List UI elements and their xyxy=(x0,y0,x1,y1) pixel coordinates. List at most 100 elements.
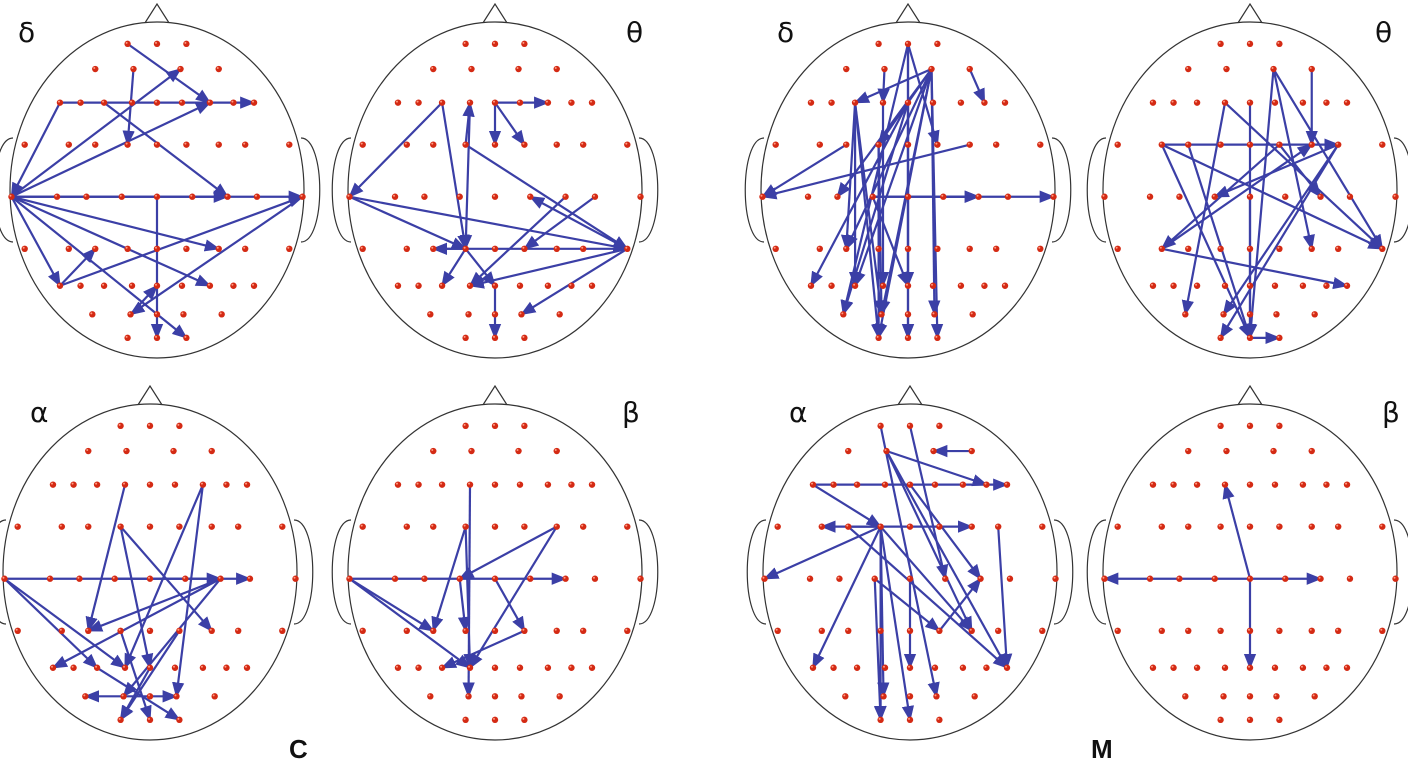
electrode-highlight xyxy=(493,576,495,579)
electrode-af3 xyxy=(468,447,475,455)
connectivity-arrow xyxy=(938,577,982,632)
electrode-fc2 xyxy=(1276,141,1283,148)
electrode-f6 xyxy=(568,99,575,106)
electrode-poz xyxy=(491,311,499,318)
electrode-p4 xyxy=(544,282,552,289)
electrode-highlight xyxy=(1272,665,1275,668)
electrode-highlight xyxy=(155,41,157,44)
electrode-ft7 xyxy=(21,141,28,148)
electrode-af4 xyxy=(177,65,184,73)
electrode-highlight xyxy=(522,142,525,145)
electrode-po4 xyxy=(1273,693,1280,700)
electrode-highlight xyxy=(625,142,628,145)
electrode-cpz xyxy=(1246,245,1254,252)
electrode-highlight xyxy=(125,246,128,249)
electrode-p4 xyxy=(959,664,967,671)
electrode-highlight xyxy=(171,449,174,452)
electrode-highlight xyxy=(393,194,396,197)
electrode-highlight xyxy=(155,100,157,103)
electrode-highlight xyxy=(1309,524,1312,527)
nose-outline xyxy=(480,384,510,409)
electrode-highlight xyxy=(468,100,471,103)
connectivity-arrow xyxy=(457,578,471,633)
electrode-highlight xyxy=(937,717,940,720)
electrode-highlight xyxy=(57,283,60,286)
electrode-highlight xyxy=(463,142,466,145)
electrode-cp2 xyxy=(176,627,183,634)
electrode-f7 xyxy=(56,99,64,106)
electrode-highlight xyxy=(416,665,419,668)
nose-outline xyxy=(1235,384,1265,409)
electrode-highlight xyxy=(1248,576,1250,579)
electrode-highlight xyxy=(207,100,210,103)
electrode-cp4 xyxy=(208,627,215,634)
electrode-highlight xyxy=(970,312,973,315)
connectivity-arrow xyxy=(348,101,443,198)
electrode-highlight xyxy=(48,576,51,579)
electrode-highlight xyxy=(1277,142,1280,145)
nose-outline xyxy=(895,384,925,409)
electrode-highlight xyxy=(1277,524,1280,527)
electrode-highlight xyxy=(1218,142,1221,145)
electrode-fc3 xyxy=(843,141,850,148)
electrode-highlight xyxy=(84,194,87,197)
electrode-cp1 xyxy=(462,627,469,634)
electrode-cp3 xyxy=(1185,627,1192,634)
electrode-fp2 xyxy=(521,40,528,48)
electrode-fc5 xyxy=(58,523,66,530)
electrode-tp7 xyxy=(359,627,366,634)
electrode-f7 xyxy=(1149,99,1157,106)
connectivity-arrow xyxy=(909,483,982,580)
electrode-highlight xyxy=(958,100,961,103)
electrode-highlight xyxy=(878,423,881,426)
electrode-cp5 xyxy=(403,627,410,634)
head-panel-m-delta xyxy=(744,2,1072,359)
electrode-highlight xyxy=(876,142,879,145)
electrode-poz xyxy=(1246,693,1254,700)
electrode-highlight xyxy=(1186,142,1189,145)
electrode-fp1 xyxy=(875,40,882,48)
electrode-fcz xyxy=(146,523,154,530)
electrode-highlight xyxy=(519,694,522,697)
connectivity-arrow xyxy=(847,525,1009,669)
electrode-highlight xyxy=(554,628,557,631)
electrode-fc2 xyxy=(936,523,943,530)
electrode-highlight xyxy=(590,100,593,103)
electrode-highlight xyxy=(545,100,548,103)
electrode-highlight xyxy=(493,717,495,720)
electrode-highlight xyxy=(1218,335,1221,338)
electrode-fp2 xyxy=(936,422,943,430)
electrode-highlight xyxy=(908,694,910,697)
connectivity-arrow xyxy=(836,68,933,198)
electrode-p2 xyxy=(516,282,524,289)
electrode-tp7 xyxy=(1114,245,1121,252)
electrode-fp2 xyxy=(176,422,183,430)
electrode-af3 xyxy=(1223,65,1230,73)
electrode-highlight xyxy=(1195,283,1198,286)
scalp-outline xyxy=(1102,403,1398,741)
electrode-highlight xyxy=(930,100,933,103)
electrode-highlight xyxy=(1186,67,1189,70)
electrode-highlight xyxy=(554,142,557,145)
electrode-af8 xyxy=(968,447,975,455)
electrode-fc6 xyxy=(235,523,242,530)
electrode-highlight xyxy=(243,142,246,145)
electrode-highlight xyxy=(102,100,105,103)
electrode-fc1 xyxy=(1217,523,1224,530)
connectivity-arrow xyxy=(997,526,1013,670)
electrode-highlight xyxy=(130,100,133,103)
electrode-highlight xyxy=(581,524,584,527)
electrode-highlight xyxy=(1277,628,1280,631)
electrode-p3 xyxy=(100,282,108,289)
head-panel-m-beta xyxy=(1086,384,1408,741)
electrode-fz xyxy=(491,481,499,488)
electrode-cp2 xyxy=(521,245,528,252)
electrode-f1 xyxy=(881,481,889,488)
electrode-highlight xyxy=(431,67,434,70)
connectivity-arrow xyxy=(879,425,940,698)
electrode-highlight xyxy=(581,142,584,145)
electrode-highlight xyxy=(1380,246,1383,249)
electrode-highlight xyxy=(528,194,531,197)
connectivity-arrow xyxy=(103,101,229,198)
electrode-fc4 xyxy=(1308,523,1315,530)
